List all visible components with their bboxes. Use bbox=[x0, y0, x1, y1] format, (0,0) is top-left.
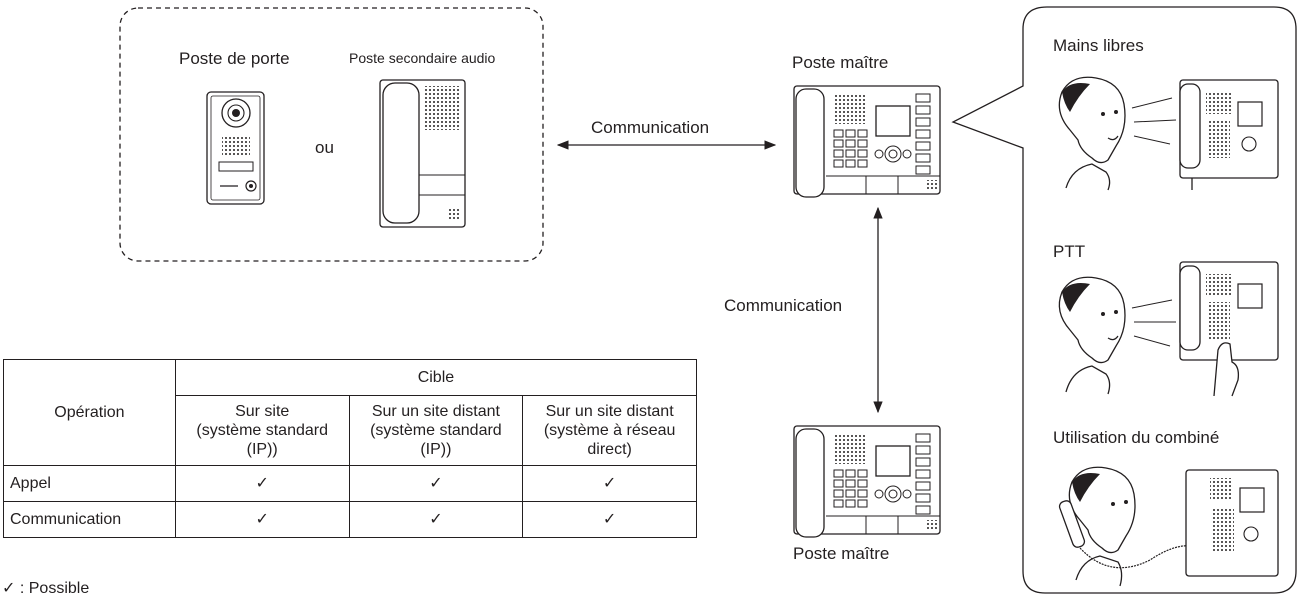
master-station-top-illustration bbox=[793, 85, 941, 198]
door-station-label: Poste de porte bbox=[179, 49, 290, 68]
ptt-label: PTT bbox=[1053, 242, 1086, 261]
hands-free-label: Mains libres bbox=[1053, 36, 1144, 55]
master-station-bottom-illustration bbox=[793, 425, 941, 538]
table-row: Communication ✓ ✓ ✓ bbox=[3, 501, 697, 538]
handset-label: Utilisation du combiné bbox=[1053, 428, 1220, 447]
table-row: Appel ✓ ✓ ✓ bbox=[3, 465, 697, 502]
door-station-illustration bbox=[206, 91, 265, 205]
audio-substation-label: Poste secondaire audio bbox=[349, 50, 496, 66]
row-label: Appel bbox=[3, 465, 176, 502]
handset-illustration bbox=[1058, 466, 1279, 587]
check-cell: ✓ bbox=[522, 465, 697, 502]
master-top-label: Poste maître bbox=[792, 53, 889, 72]
hands-free-illustration bbox=[1058, 76, 1279, 191]
master-bottom-label: Poste maître bbox=[793, 544, 890, 563]
column-header: Sur un site distant (système standard (I… bbox=[348, 395, 524, 466]
check-cell: ✓ bbox=[348, 501, 524, 538]
check-cell: ✓ bbox=[348, 465, 524, 502]
audio-substation-illustration bbox=[379, 79, 466, 228]
operations-table: Opération Cible Sur site (système standa… bbox=[3, 359, 698, 538]
check-cell: ✓ bbox=[174, 465, 350, 502]
column-header: Sur un site distant (système à réseau di… bbox=[522, 395, 697, 466]
legend: ✓ : Possible bbox=[2, 580, 90, 597]
operation-header: Opération bbox=[3, 359, 176, 466]
column-header: Sur site (système standard (IP)) bbox=[174, 395, 350, 466]
or-label: ou bbox=[315, 138, 334, 157]
ptt-illustration bbox=[1058, 261, 1279, 397]
check-cell: ✓ bbox=[174, 501, 350, 538]
row-label: Communication bbox=[3, 501, 176, 538]
comm-horizontal-label: Communication bbox=[591, 118, 710, 137]
door-group-box bbox=[119, 7, 544, 262]
target-header: Cible bbox=[174, 359, 698, 396]
check-cell: ✓ bbox=[522, 501, 697, 538]
comm-vertical-label: Communication bbox=[724, 296, 843, 315]
